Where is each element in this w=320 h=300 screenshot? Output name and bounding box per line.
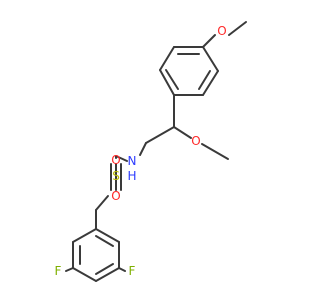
- top-methoxy-group: [202, 21, 247, 48]
- difluorophenyl-ring: [72, 228, 120, 282]
- structure-canvas: O O N H S O O F F: [54, 21, 247, 282]
- sulfonyl-oxygen-top-label: O: [111, 153, 120, 167]
- fluorine-left-label: F: [55, 264, 62, 278]
- main-chain: [115, 94, 229, 162]
- amine-hydrogen-label: H: [127, 169, 136, 183]
- sulfonyl-group: [95, 163, 122, 230]
- methoxy-top-oxygen-label: O: [217, 24, 226, 38]
- amine-nitrogen-label: N: [128, 154, 137, 168]
- methoxyphenyl-ring: [159, 46, 219, 96]
- fluorine-bonds: [65, 267, 126, 272]
- molecule-structure: O O N H S O O F F: [55, 21, 247, 282]
- methoxy-middle-oxygen-label: O: [191, 134, 200, 148]
- sulfonyl-sulfur-label: S: [112, 169, 120, 183]
- fluorine-right-label: F: [129, 264, 136, 278]
- sulfonyl-oxygen-bottom-label: O: [111, 189, 120, 203]
